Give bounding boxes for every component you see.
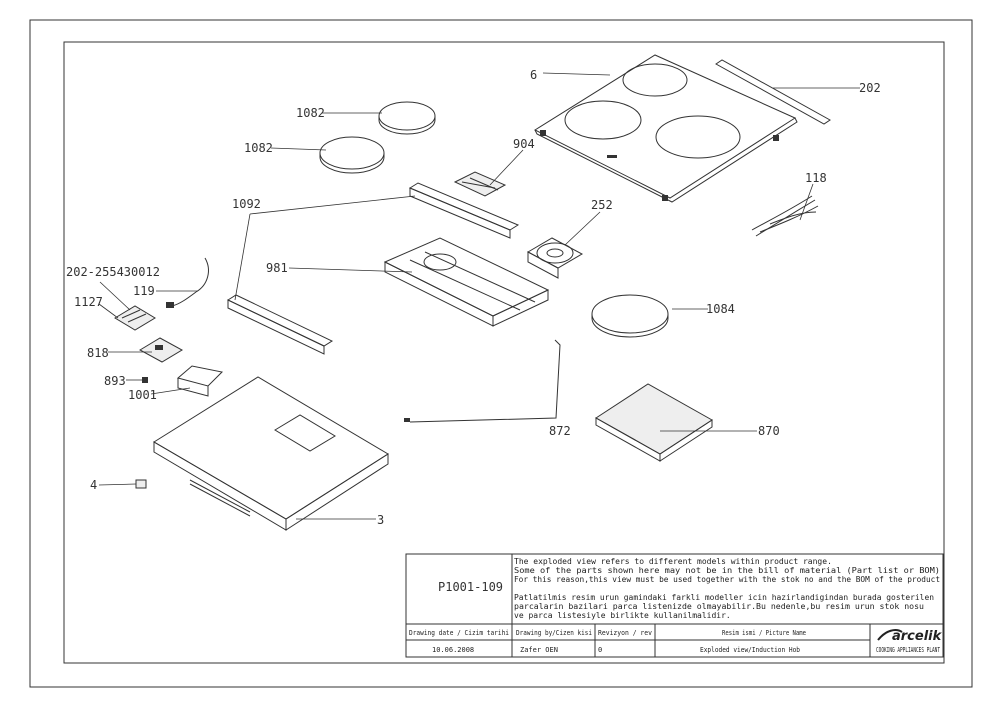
part-filter-1127 [114,305,156,331]
callout-252: 252 [591,198,613,212]
note-tr-line-2: parcalarin bazilari parca listenizde olm… [514,602,924,611]
header-drawing-date: Drawing date / Cizim tarihi [409,629,509,637]
callout-1084: 1084 [706,302,735,316]
callout-118: 118 [805,171,827,185]
callout-1127: 1127 [74,295,103,309]
part-sensor-cable-872 [404,339,561,423]
header-picture-name: Resim ismi / Picture Name [722,629,806,637]
part-glass-top [533,54,798,203]
callout-202-255430012: 202-255430012 [66,265,160,279]
part-foot-4 [135,479,147,489]
title-block: P1001-109 The exploded view refers to di… [405,553,944,658]
note-en-line-1: The exploded view refers to different mo… [514,557,832,566]
part-board-818 [138,337,184,363]
part-fan-252 [526,237,584,279]
callout-981: 981 [266,261,288,275]
part-bottom-tray-3 [153,376,389,531]
part-cooking-zone-1082-rear [378,101,436,135]
callout-6: 6 [530,68,537,82]
note-en-line-2: Some of the parts shown here may not be … [514,566,940,575]
callout-1092: 1092 [232,197,261,211]
part-power-board-870 [595,383,713,462]
part-profile-1092-lower [226,294,334,355]
part-profile-1092-upper [408,182,520,239]
part-strip-202 [715,59,831,125]
part-frame-981 [383,237,550,327]
callout-labels: 6 202 1082 1082 904 1092 252 118 981 202… [66,68,881,527]
callout-870: 870 [758,424,780,438]
inner-frame [63,41,945,664]
callout-872: 872 [549,424,571,438]
outer-frame [29,19,973,688]
callout-818: 818 [87,346,109,360]
value-revision: 0 [598,646,602,654]
callout-3: 3 [377,513,384,527]
part-board-904 [453,171,507,197]
callout-904: 904 [513,137,535,151]
part-power-cord-119 [166,257,209,308]
callout-119: 119 [133,284,155,298]
header-revision: Revizyon / rev [598,629,652,637]
value-picture-name: Exploded view/Induction Hob [700,646,800,654]
value-drawing-by: Zafer OEN [520,646,558,654]
callout-1082-rear: 1082 [296,106,325,120]
value-drawing-date: 10.06.2008 [432,646,474,654]
leader-lines [98,72,860,520]
brand-subtitle: COOKING APPLIANCES PLANT [876,646,940,654]
header-drawing-by: Drawing by/Cizen kisi [516,629,592,637]
note-tr-line-1: Patlatilmis resim urun gamindaki farkli … [514,593,934,602]
drawing-number: P1001-109 [438,580,503,594]
part-bracket-1001 [176,365,224,397]
part-cables-118 [751,195,819,237]
arcelik-logo: arcelik COOKING APPLIANCES PLANT [876,629,943,654]
note-tr-line-3: ve parca listesiyle birlikte kullanilmal… [514,611,731,620]
callout-202: 202 [859,81,881,95]
callout-893: 893 [104,374,126,388]
callout-1001: 1001 [128,388,157,402]
callout-1082-front: 1082 [244,141,273,155]
part-cooking-zone-1082-front [319,136,385,174]
brand-name: arcelik [892,629,943,644]
note-en-line-3: For this reason,this view must be used t… [514,575,940,584]
callout-4: 4 [90,478,97,492]
part-clip-893 [142,377,148,383]
part-cooking-zone-1084 [591,294,669,338]
